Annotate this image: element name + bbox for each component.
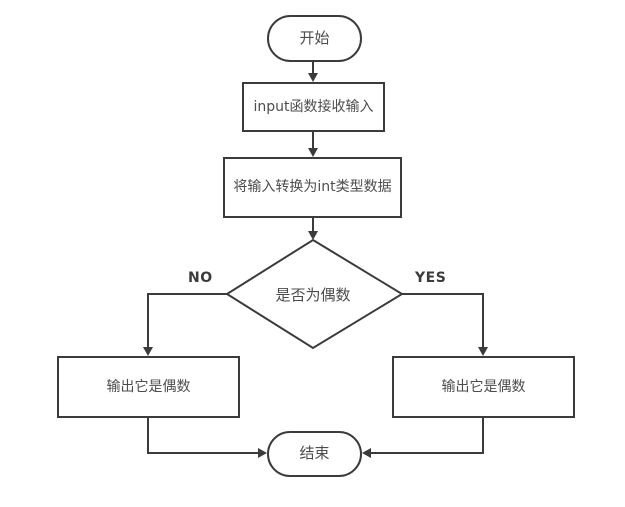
branch-label-yes: YES <box>415 270 447 286</box>
arrowhead-into-end-right <box>362 448 371 458</box>
edge-decision-no <box>147 293 227 349</box>
edge-decision-yes <box>402 293 484 349</box>
start-node: 开始 <box>267 15 362 62</box>
output-left-process-node: 输出它是偶数 <box>57 356 240 418</box>
decision-diamond-shape <box>225 238 404 350</box>
branch-label-no: NO <box>188 270 213 286</box>
decision-node-label: 是否为偶数 <box>275 285 351 304</box>
input-process-node: input函数接收输入 <box>242 82 385 132</box>
edge-output-left-to-end <box>147 418 260 454</box>
arrowhead-into-output-left <box>143 347 153 356</box>
arrowhead-into-convert <box>308 148 318 157</box>
arrowhead-into-end-left <box>258 448 267 458</box>
edge-output-right-to-end <box>369 418 484 454</box>
convert-process-node: 将输入转换为int类型数据 <box>223 157 402 218</box>
arrowhead-into-decision <box>308 231 318 240</box>
output-right-process-node: 输出它是偶数 <box>392 356 575 418</box>
end-node: 结束 <box>267 431 362 477</box>
arrowhead-into-input <box>308 73 318 82</box>
arrowhead-into-output-right <box>478 347 488 356</box>
